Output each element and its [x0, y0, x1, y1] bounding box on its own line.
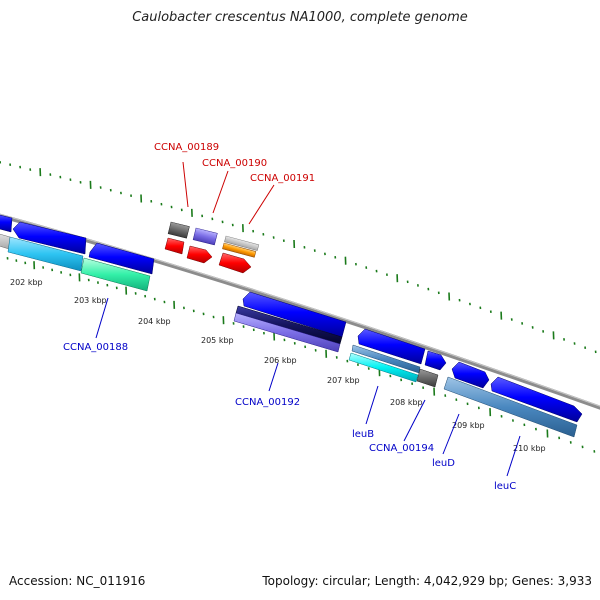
- kbp-tick-label: 209 kbp: [452, 421, 485, 430]
- gene-feature-leuD-arrow: [451, 361, 490, 389]
- leader-line-CCNA_00191: [248, 184, 275, 225]
- gene-feature-CCNA_00188: [7, 236, 84, 272]
- gene-feature-red-2: [186, 245, 213, 264]
- gene-feature-leuB-arrow: [357, 328, 426, 365]
- accession-text: Accession: NC_011916: [9, 574, 146, 588]
- leader-line-leuB: [365, 385, 379, 425]
- gene-feature-leuC-arrow: [490, 376, 583, 423]
- gene-feature-leuC: [443, 376, 578, 438]
- leader-line-CCNA_00190: [212, 170, 229, 214]
- kbp-tick-label: 206 kbp: [264, 356, 297, 365]
- gene-feature-red-3: [218, 252, 252, 274]
- gene-feature-CCNA_00192-arrow: [242, 291, 347, 338]
- gene-label-CCNA_00191: CCNA_00191: [250, 173, 315, 184]
- gene-feature-CCNA_00188-region: [12, 221, 87, 255]
- gene-label-CCNA_00188: CCNA_00188: [63, 342, 128, 353]
- gene-feature-CCNA_00190: [192, 227, 218, 246]
- leader-line-CCNA_00189: [182, 161, 189, 208]
- leader-line-leuC: [506, 435, 521, 477]
- gene-feature-mint: [80, 257, 151, 292]
- gene-feature-CCNA_00191: [222, 242, 257, 258]
- leader-line-CCNA_00188: [95, 297, 109, 339]
- gene-feature-CCNA_00189: [167, 221, 190, 239]
- gene-feature-blue-small: [424, 350, 447, 371]
- kbp-tick-label: 207 kbp: [327, 376, 360, 385]
- gene-label-CCNA_00189: CCNA_00189: [154, 142, 219, 153]
- gene-label-leuB: leuB: [352, 429, 374, 440]
- gene-feature-leuB: [348, 352, 419, 383]
- kbp-tick-label: 202 kbp: [10, 278, 43, 287]
- kbp-tick-label: 205 kbp: [201, 336, 234, 345]
- map-title: Caulobacter crescentus NA1000, complete …: [132, 10, 468, 25]
- gene-label-leuC: leuC: [494, 481, 516, 492]
- gene-feature-CCNA_00192: [233, 312, 341, 353]
- gene-feature-blue: [88, 242, 155, 275]
- leader-line-CCNA_00192: [268, 362, 279, 392]
- bottom-label-leaders: [95, 297, 521, 477]
- gene-label-leuD: leuD: [432, 458, 455, 469]
- gene-feature-red-1: [164, 237, 185, 255]
- leader-line-leuD: [442, 413, 460, 455]
- gene-label-CCNA_00192: CCNA_00192: [235, 397, 300, 408]
- gene-feature-CCNA_00191-light: [224, 235, 260, 251]
- outer-tick-track: [0, 161, 597, 354]
- inner-tick-track: [6, 257, 596, 453]
- gene-feature-CCNA_00194: [416, 368, 439, 388]
- kbp-tick-label: 204 kbp: [138, 317, 171, 326]
- kbp-tick-label: 208 kbp: [390, 398, 423, 407]
- top-label-leaders: [182, 161, 275, 225]
- leader-line-CCNA_00194: [403, 399, 426, 442]
- gene-label-CCNA_00190: CCNA_00190: [202, 158, 267, 169]
- genome-summary-text: Topology: circular; Length: 4,042,929 bp…: [262, 574, 592, 588]
- gene-feature-blue-edge: [0, 214, 13, 233]
- gene-label-CCNA_00194: CCNA_00194: [369, 443, 434, 454]
- kbp-tick-label: 203 kbp: [74, 296, 107, 305]
- kbp-tick-label: 210 kbp: [513, 444, 546, 453]
